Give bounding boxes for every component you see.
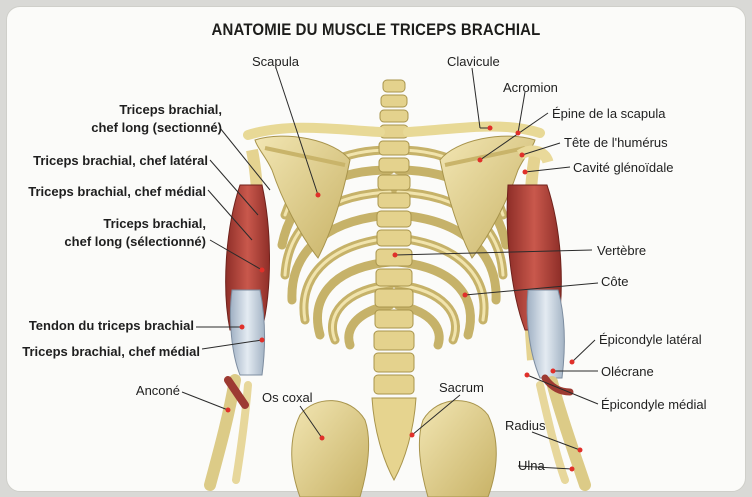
tendon-left <box>230 290 264 375</box>
label-cote: Côte <box>601 274 628 290</box>
label-tete-humerus: Tête de l'humérus <box>564 135 668 151</box>
label-triceps-long-sectioned-2: chef long (sectionné) <box>91 120 222 136</box>
tendon-right <box>527 290 564 378</box>
label-epicondyle-lateral: Épicondyle latéral <box>599 332 702 348</box>
label-epicondyle-medial: Épicondyle médial <box>601 397 707 413</box>
os-coxal-left <box>292 401 369 497</box>
sacrum-bone <box>372 398 416 480</box>
label-tendon-triceps: Tendon du triceps brachial <box>29 318 194 334</box>
label-clavicule: Clavicule <box>447 54 500 70</box>
label-os-coxal: Os coxal <box>262 390 313 406</box>
label-ancone: Anconé <box>136 383 180 399</box>
forearm-right <box>552 382 585 485</box>
clavicle-left <box>248 128 380 135</box>
label-triceps-long-sectioned-1: Triceps brachial, <box>119 102 222 118</box>
os-coxal-right <box>419 401 496 497</box>
label-triceps-lateral: Triceps brachial, chef latéral <box>33 153 208 169</box>
label-triceps-long-selected-1: Triceps brachial, <box>103 216 206 232</box>
label-radius: Radius <box>505 418 545 434</box>
forearm-left <box>210 380 235 485</box>
label-vertebre: Vertèbre <box>597 243 646 259</box>
label-ulna: Ulna <box>518 458 545 474</box>
label-cavite-glenoidale: Cavité glénoïdale <box>573 160 673 176</box>
label-triceps-medial-2: Triceps brachial, chef médial <box>22 344 200 360</box>
label-triceps-long-selected-2: chef long (sélectionné) <box>64 234 206 250</box>
label-triceps-medial: Triceps brachial, chef médial <box>28 184 206 200</box>
label-olecrane: Olécrane <box>601 364 654 380</box>
label-scapula: Scapula <box>252 54 299 70</box>
label-epine-scapula: Épine de la scapula <box>552 106 665 122</box>
label-acromion: Acromion <box>503 80 558 96</box>
label-sacrum: Sacrum <box>439 380 484 396</box>
